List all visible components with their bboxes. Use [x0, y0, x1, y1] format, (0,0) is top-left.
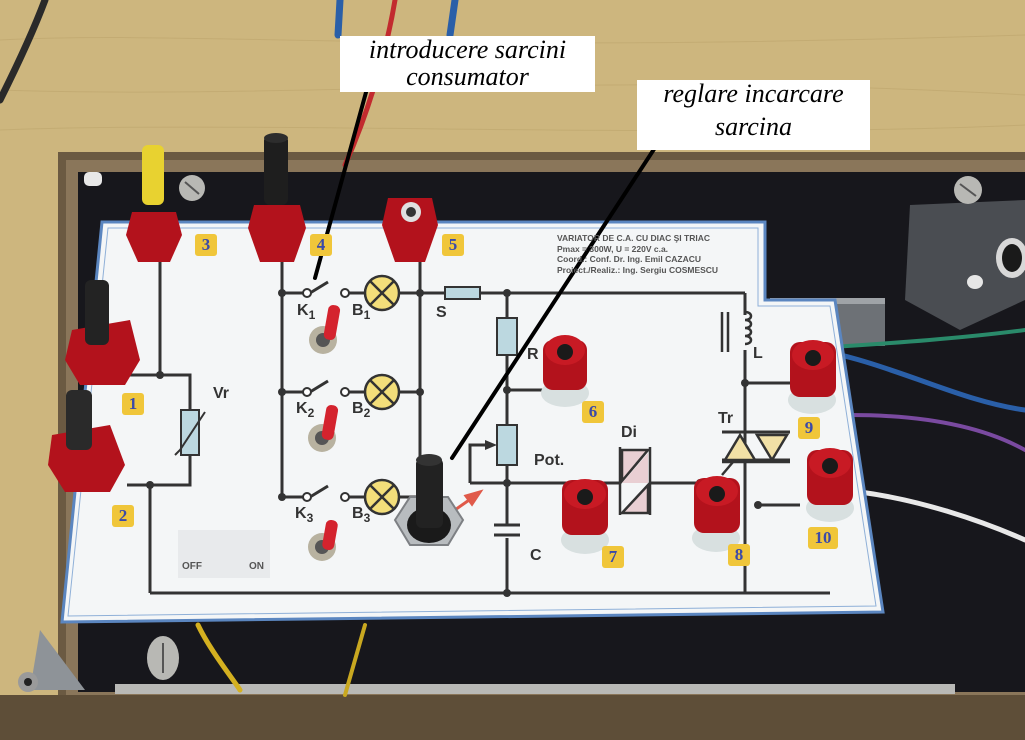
potentiometer-symbol: [485, 424, 518, 466]
board-author: Proiect./Realiz.: Ing. Sergiu COSMESCU: [557, 264, 719, 275]
label-k2-sub: 2: [307, 406, 315, 421]
box-bottom-edge: [0, 695, 1025, 740]
resistor-symbol: [496, 317, 518, 356]
terminal-label-3: 3: [195, 234, 217, 256]
label-k3-text: K: [295, 505, 307, 522]
bracket-bottom-left: [30, 630, 85, 690]
label-potentiometer: Pot.: [534, 452, 565, 469]
grommet-top-left: [84, 172, 102, 186]
wire-blue-top: [334, 0, 344, 39]
wire-blue-top2: [446, 0, 459, 39]
terminal-post-1[interactable]: [65, 280, 140, 385]
bulb-b1: [363, 274, 401, 312]
terminal-post-10[interactable]: [806, 448, 854, 522]
terminal-label-4: 4: [310, 234, 332, 256]
terminal-posts[interactable]: [48, 133, 854, 554]
label-diac: Di: [621, 424, 637, 441]
label-k2: K2: [296, 400, 314, 420]
label-b3-sub: 3: [363, 511, 371, 526]
toggle-switch-k1[interactable]: [309, 304, 341, 354]
fuse-symbol: [444, 286, 481, 300]
bracket-grommet: [967, 275, 983, 289]
label-k3-sub: 3: [306, 511, 314, 526]
callout-1-line-1: introducere sarcini: [368, 35, 567, 64]
board-rating: Pmax = 300W, U = 220V c.a.: [557, 243, 669, 254]
label-b1-sub: 1: [363, 308, 371, 323]
terminal-post-2[interactable]: [48, 390, 125, 492]
triac-symbol: [721, 430, 790, 476]
label-k3: K3: [295, 505, 313, 525]
label-k2-text: K: [296, 400, 308, 417]
terminal-label-5: 5: [442, 234, 464, 256]
label-resistor: R: [527, 346, 539, 363]
terminal-label-10: 10: [808, 527, 838, 549]
label-fuse: S: [436, 304, 447, 321]
label-b1: B1: [352, 302, 370, 322]
callout-1-line-2: consumator: [406, 62, 529, 92]
terminal-post-7[interactable]: [561, 479, 609, 554]
label-inductor: L: [753, 345, 763, 362]
board-info: VARIATOR DE C.A. CU DIAC ŞI TRIAC Pmax =…: [557, 233, 757, 275]
wire-yellow-bottom-1: [195, 622, 243, 693]
label-triac: Tr: [718, 410, 734, 427]
label-k1-text: K: [297, 302, 309, 319]
bulb-b2: [363, 373, 401, 411]
schematic-board-inner-border: [67, 227, 877, 617]
pointer-reglare: [450, 138, 662, 460]
wire-black-top-left: [0, 0, 49, 104]
diac-symbol: [618, 447, 652, 515]
callout-2-line-2: sarcina: [714, 112, 793, 142]
label-b2-sub: 2: [363, 406, 371, 421]
label-capacitor: C: [530, 547, 542, 564]
board-coordinator: Coord.: Conf. Dr. Ing. Emil CAZACU: [557, 254, 702, 264]
wire-yellow-bottom-2: [343, 623, 367, 697]
terminal-label-8: 8: [728, 544, 750, 566]
wire-white-right: [857, 489, 1025, 543]
label-b1-text: B: [352, 302, 364, 319]
terminal-label-7: 7: [602, 546, 624, 568]
label-b3-text: B: [352, 505, 364, 522]
toggle-switch-k2[interactable]: [308, 404, 339, 452]
inductor-symbol: [720, 310, 753, 352]
schematic-board: [60, 220, 885, 624]
terminal-post-6[interactable]: [541, 335, 589, 407]
terminal-label-1: 1: [122, 393, 144, 415]
terminal-post-9[interactable]: [788, 340, 836, 414]
varistor-symbol: [174, 409, 206, 456]
heatsink-bracket: [905, 200, 1025, 330]
box-bottom-rail: [115, 684, 955, 694]
callout-2-line-1: reglare incarcare: [663, 79, 844, 108]
wire-purple-right: [848, 413, 1025, 452]
label-k1: K1: [297, 302, 315, 322]
terminal-label-2: 2: [112, 505, 134, 527]
board-title: VARIATOR DE C.A. CU DIAC ŞI TRIAC: [557, 233, 711, 243]
label-b2-text: B: [352, 400, 364, 417]
switch-legend: OFF ON: [178, 530, 270, 578]
bulb-symbols: [363, 274, 401, 516]
callout-introducere-sarcini: introducere sarcini consumator: [340, 36, 595, 92]
label-b3: B3: [352, 505, 370, 525]
switch-legend-off: OFF: [182, 561, 202, 572]
terminal-post-3[interactable]: [126, 145, 182, 262]
label-k1-sub: 1: [308, 308, 316, 323]
terminal-post-4[interactable]: [248, 133, 306, 262]
switch-contacts: [302, 288, 350, 502]
label-varistor: Vr: [213, 385, 230, 402]
terminal-post-8[interactable]: [692, 476, 740, 552]
bulb-b3: [363, 478, 401, 516]
potentiometer-knob[interactable]: [393, 454, 465, 546]
callout-reglare-incarcare: reglare incarcare sarcina: [637, 80, 870, 150]
toggle-switch-k3[interactable]: [308, 519, 339, 561]
terminal-label-9: 9: [798, 417, 820, 439]
terminal-label-6: 6: [582, 401, 604, 423]
switch-legend-on: ON: [249, 561, 264, 572]
capacitor-symbol: [494, 523, 520, 537]
label-b2: B2: [352, 400, 370, 420]
terminal-post-5[interactable]: [382, 198, 438, 262]
